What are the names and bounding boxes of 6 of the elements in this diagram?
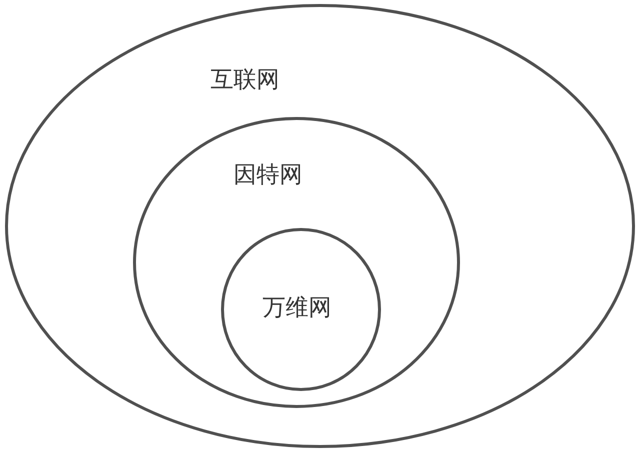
inner-circle [221, 228, 381, 391]
set-label: 万维网 [262, 294, 332, 322]
middle-ellipse [133, 117, 460, 408]
outer-ellipse [5, 4, 635, 448]
set-label: 因特网 [234, 162, 302, 188]
set-label: 互联网 [210, 66, 280, 94]
